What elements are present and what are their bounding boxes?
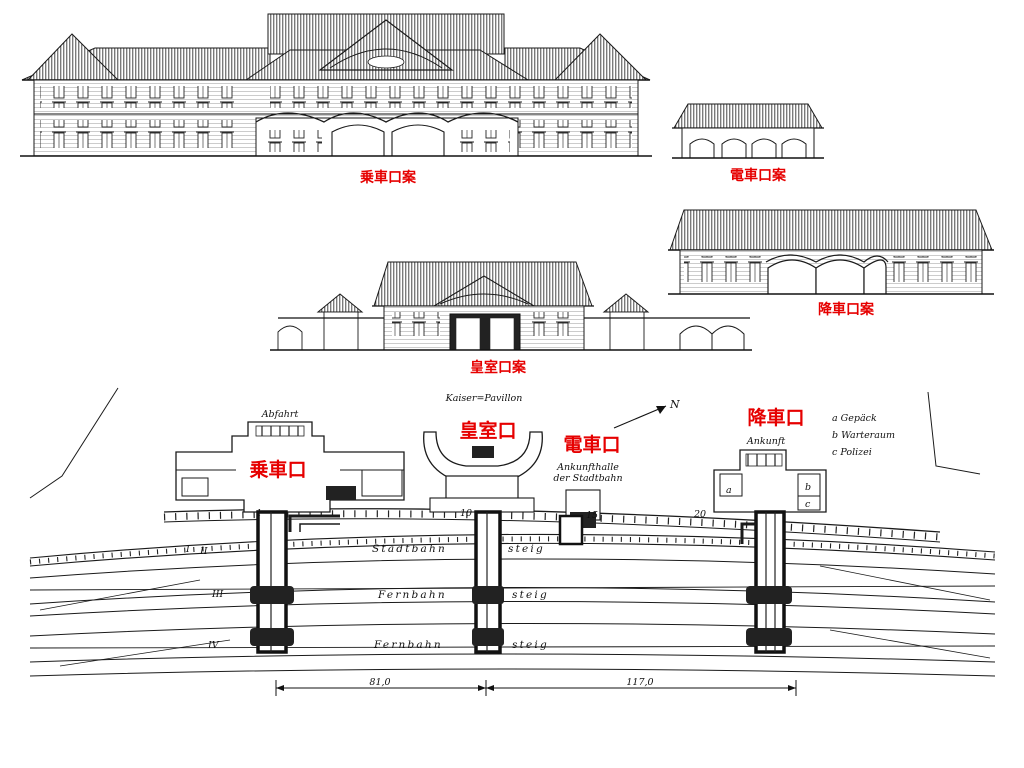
label-der-stadtbahn: der Stadtbahn [553, 473, 622, 484]
plan-label-alighting: 降車口 [747, 406, 804, 429]
caption-imperial-entrance: 皇室口案 [470, 359, 527, 376]
marker-15: 15 [586, 510, 598, 521]
dimension-117: 117,0 [626, 677, 653, 688]
elevation-tram-entrance [672, 103, 824, 159]
elevation-imperial-entrance [270, 261, 752, 351]
track-numeral-3: III [211, 589, 224, 600]
marker-10: 10 [460, 508, 472, 519]
label-north: N [669, 398, 680, 411]
room-letter-c: c [805, 499, 811, 510]
caption-alighting-entrance: 降車口案 [818, 301, 875, 318]
room-letter-a: a [726, 485, 732, 496]
label-ankunft: Ankunft [746, 436, 785, 447]
label-abfahrt: Abfahrt [261, 409, 299, 420]
platform-label-steig-1: steig [508, 543, 545, 555]
marker-1: 1 [256, 508, 262, 519]
platform-label-fernbahn-1: Fernbahn [377, 589, 447, 601]
platform-label-steig-3: steig [512, 639, 549, 651]
legend-item-polizei: c Polizei [832, 447, 872, 458]
station-site-plan [29, 387, 996, 696]
legend-item-gepaeck: a Gepäck [832, 413, 877, 424]
platform-label-fernbahn-2: Fernbahn [373, 639, 443, 651]
plan-label-imperial: 皇室口 [459, 419, 516, 442]
label-ankunfthalle: Ankunfthalle [556, 462, 619, 473]
room-letter-b: b [805, 482, 811, 493]
elevation-alighting-entrance [668, 209, 994, 295]
caption-tram-entrance: 電車口案 [730, 167, 787, 184]
platform-label-steig-2: steig [512, 589, 549, 601]
dimension-81: 81,0 [369, 677, 390, 688]
plan-label-boarding: 乗車口 [249, 458, 306, 481]
track-numeral-2: II [199, 546, 208, 557]
platform-label-stadtbahn: Stadtbahn [372, 543, 447, 555]
caption-boarding-entrance: 乗車口案 [359, 169, 417, 186]
elevation-boarding-entrance [20, 13, 652, 157]
track-numeral-4: IV [207, 640, 220, 651]
marker-20: 20 [693, 509, 706, 520]
track-numeral-1: I [185, 544, 190, 555]
plan-label-tram: 電車口 [563, 433, 620, 456]
legend-item-warteraum: b Warteraum [832, 430, 895, 441]
label-kaiser-pavillon: Kaiser=Pavillon [445, 393, 523, 404]
